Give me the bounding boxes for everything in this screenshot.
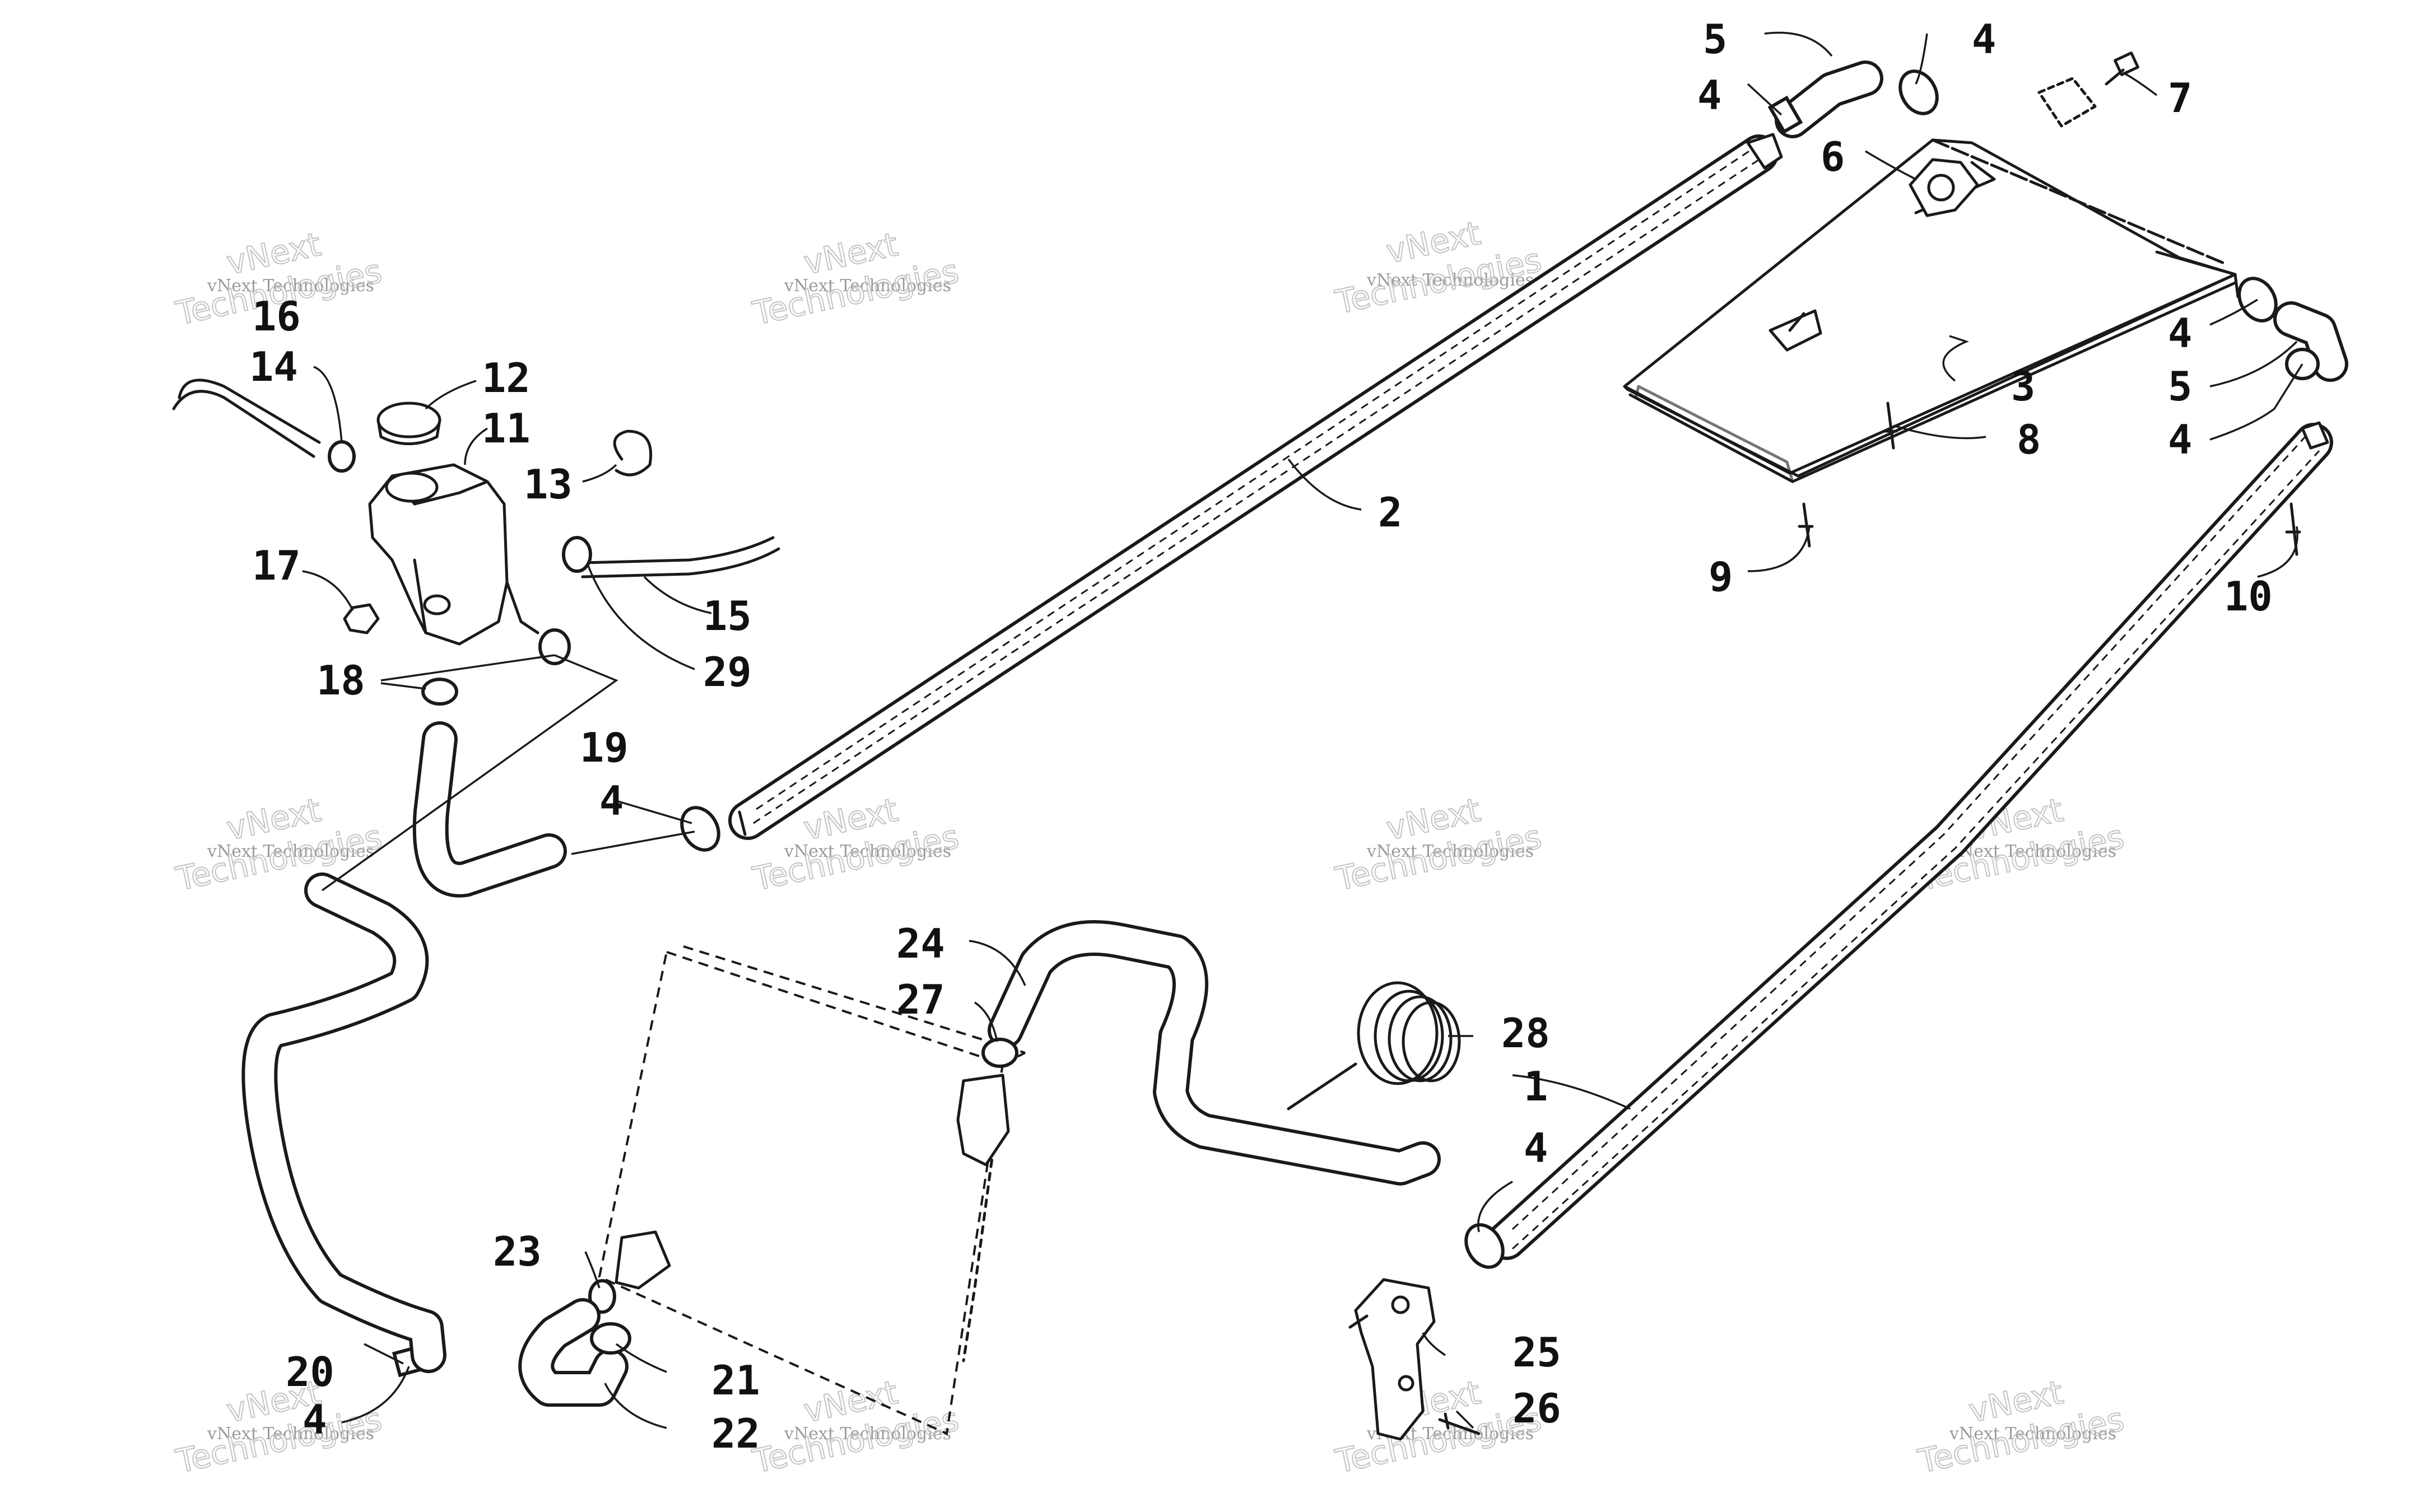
callout-16: 16 [252, 293, 301, 340]
callout-20: 20 [286, 1348, 334, 1396]
callout-1: 1 [1524, 1063, 1548, 1110]
callout-4-top-right: 4 [1972, 16, 1996, 63]
part-24-radiator-hose [988, 920, 1441, 1186]
callout-19: 19 [580, 724, 629, 771]
watermark-text: vNext Technologies [1949, 1424, 2116, 1444]
part-27-clamp [981, 1038, 1018, 1068]
callout-26: 26 [1513, 1385, 1561, 1432]
watermark-text: vNext Technologies [1366, 270, 1534, 290]
callout-4-left: 4 [599, 777, 623, 824]
watermark: vNext Technologies vNext Technologies [172, 1373, 386, 1481]
watermark-text: vNext Technologies [784, 276, 951, 296]
radiator-inlet-neck [956, 1074, 1010, 1166]
part-19-coolant-hose [412, 721, 567, 898]
radiator-outlet-neck [615, 1230, 671, 1290]
callout-5-top: 5 [1703, 16, 1727, 63]
watermark: vNext Technologies vNext Technologies [749, 225, 963, 333]
part-28-coil-clamp [1287, 981, 1461, 1110]
part-29-clamp [562, 536, 592, 573]
part-4-clamp-left [680, 806, 720, 852]
watermark-text: vNext Technologies [1366, 842, 1534, 861]
callout-7: 7 [2168, 74, 2192, 122]
part-14-clamp [328, 440, 356, 473]
part-16-overflow-hose [172, 379, 321, 458]
part-7-screw [2037, 52, 2139, 128]
callout-27: 27 [896, 976, 945, 1023]
radiator-outline [598, 945, 1026, 1435]
part-4-clamp-bottom [1464, 1223, 1505, 1269]
watermark-text: vNext Technologies [784, 1424, 951, 1444]
callout-5-right: 5 [2168, 363, 2192, 410]
part-15-vent-hose [581, 536, 780, 578]
callout-4-bottom: 4 [1524, 1124, 1548, 1172]
part-5-elbow-hose-right [2273, 301, 2348, 382]
callout-4-right-1: 4 [2168, 310, 2192, 357]
callout-2: 2 [1378, 489, 1402, 536]
callout-3: 3 [2011, 363, 2035, 410]
part-2-upper-cooler-tube [728, 133, 1783, 840]
part-8-fastener [1883, 402, 1898, 450]
part-1-lower-cooler-tube [1487, 421, 2333, 1260]
callout-10: 10 [2224, 573, 2273, 620]
callout-24: 24 [896, 920, 945, 967]
part-26-screw [1438, 1412, 1481, 1435]
part-17-nut [343, 603, 380, 634]
watermark-text: vNext Technologies [207, 276, 374, 296]
callout-12: 12 [482, 354, 530, 402]
callout-13: 13 [524, 461, 573, 508]
part-18-clamp-a [538, 628, 571, 665]
callout-25: 25 [1513, 1329, 1561, 1376]
callout-labels: 5 4 4 7 6 4 3 5 8 4 2 9 10 16 14 12 11 1… [249, 16, 2273, 1457]
watermark-text: vNext Technologies [1949, 842, 2116, 861]
part-20-lower-hose [241, 872, 446, 1373]
callout-28: 28 [1501, 1010, 1550, 1057]
watermark: vNext Technologies vNext Technologies [172, 790, 386, 899]
callout-17: 17 [252, 542, 301, 589]
callout-21: 21 [711, 1357, 760, 1404]
part-5-elbow-hose-top [1775, 60, 1883, 138]
watermark: vNext Technologies vNext Technologies [1332, 790, 1546, 899]
callout-8: 8 [2017, 416, 2041, 463]
callout-14: 14 [249, 343, 298, 390]
callout-4-lower-left: 4 [302, 1396, 327, 1443]
part-4-clamp-top-2 [1767, 95, 1803, 134]
callout-6: 6 [1821, 133, 1845, 180]
part-4-clamp-top-1 [1898, 69, 1939, 115]
part-6-grommet [1909, 158, 1979, 217]
leader-lines [302, 31, 2303, 1429]
watermark: vNext Technologies vNext Technologies [1914, 1373, 2128, 1481]
part-22-lower-hose [518, 1298, 629, 1407]
watermark-text: vNext Technologies [207, 842, 374, 861]
callout-11: 11 [482, 405, 530, 452]
callout-4-top-left: 4 [1697, 72, 1721, 119]
callout-22: 22 [711, 1410, 760, 1457]
callout-9: 9 [1709, 553, 1733, 600]
part-25-bracket [1348, 1278, 1436, 1441]
part-13-spring-clip [613, 430, 653, 477]
part-9-fastener [1798, 502, 1814, 548]
watermark-text: vNext Technologies [784, 842, 951, 861]
callout-4-right-2: 4 [2168, 416, 2192, 463]
part-3-heat-exchanger [1623, 138, 2240, 483]
watermark-text: vNext Technologies [207, 1424, 374, 1444]
callout-18: 18 [317, 657, 365, 704]
part-12-reservoir-cap [376, 402, 441, 503]
callout-23: 23 [493, 1228, 542, 1275]
part-18-clamp-b [421, 678, 458, 706]
callout-29: 29 [703, 648, 752, 696]
callout-15: 15 [703, 592, 752, 640]
